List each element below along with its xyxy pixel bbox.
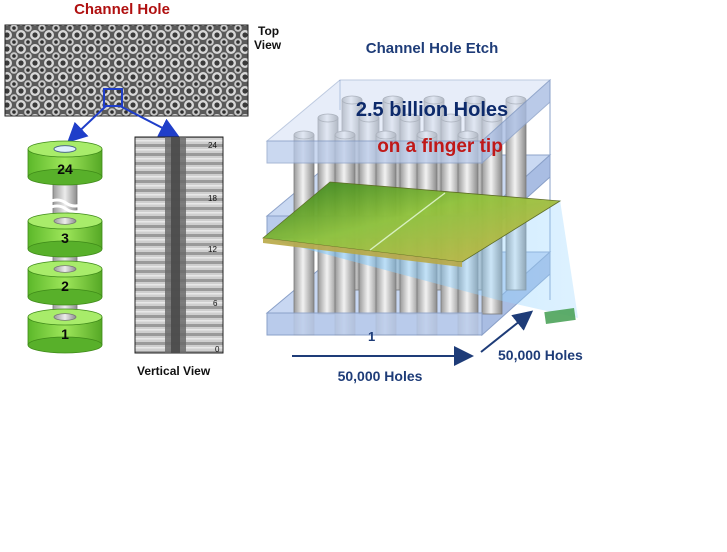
fingertip-chip-small <box>544 307 576 325</box>
vertical-tick-18: 18 <box>208 194 217 203</box>
fingertip-chip <box>262 181 562 267</box>
layer-disk-24 <box>27 140 103 186</box>
arrow-to-vertical-view <box>119 105 180 137</box>
vertical-tick-6: 6 <box>213 299 218 308</box>
layer-disk-1 <box>27 308 103 354</box>
top-view-label-line1: Top <box>258 24 279 38</box>
layer-label-1: 1 <box>61 326 69 342</box>
channel-hole-etch-title: Channel Hole Etch <box>366 40 499 57</box>
vertical-tick-12: 12 <box>208 245 217 254</box>
vertical-view-label: Vertical View <box>137 364 211 378</box>
vertical-view-image <box>134 136 224 354</box>
side-axis-label: 50,000 Holes <box>498 347 583 363</box>
selected-hole-marker <box>103 88 123 107</box>
layer-label-24: 24 <box>57 161 73 177</box>
channel-hole-title: Channel Hole <box>74 1 170 18</box>
vertical-tick-24: 24 <box>208 141 217 150</box>
top-view-image <box>4 24 249 117</box>
top-view-label-line2: View <box>254 38 282 52</box>
headline-line2: on a finger tip <box>377 136 503 157</box>
vertical-tick-0: 0 <box>215 345 220 354</box>
bottom-axis-label: 50,000 Holes <box>338 368 423 384</box>
layer-disk-2 <box>27 260 103 306</box>
arrow-to-layer-stack <box>67 105 107 143</box>
break-mark <box>45 198 87 208</box>
side-axis-arrow <box>480 310 534 353</box>
layer-stack: 24 3 2 1 <box>27 140 103 354</box>
layer-label-2: 2 <box>61 278 69 294</box>
layer-disk-3 <box>27 212 103 258</box>
slab-top <box>265 78 552 165</box>
layer-label-3: 3 <box>61 230 69 246</box>
pillar-index-label: 1 <box>368 329 375 344</box>
headline-line1: 2.5 billion Holes <box>356 99 508 121</box>
